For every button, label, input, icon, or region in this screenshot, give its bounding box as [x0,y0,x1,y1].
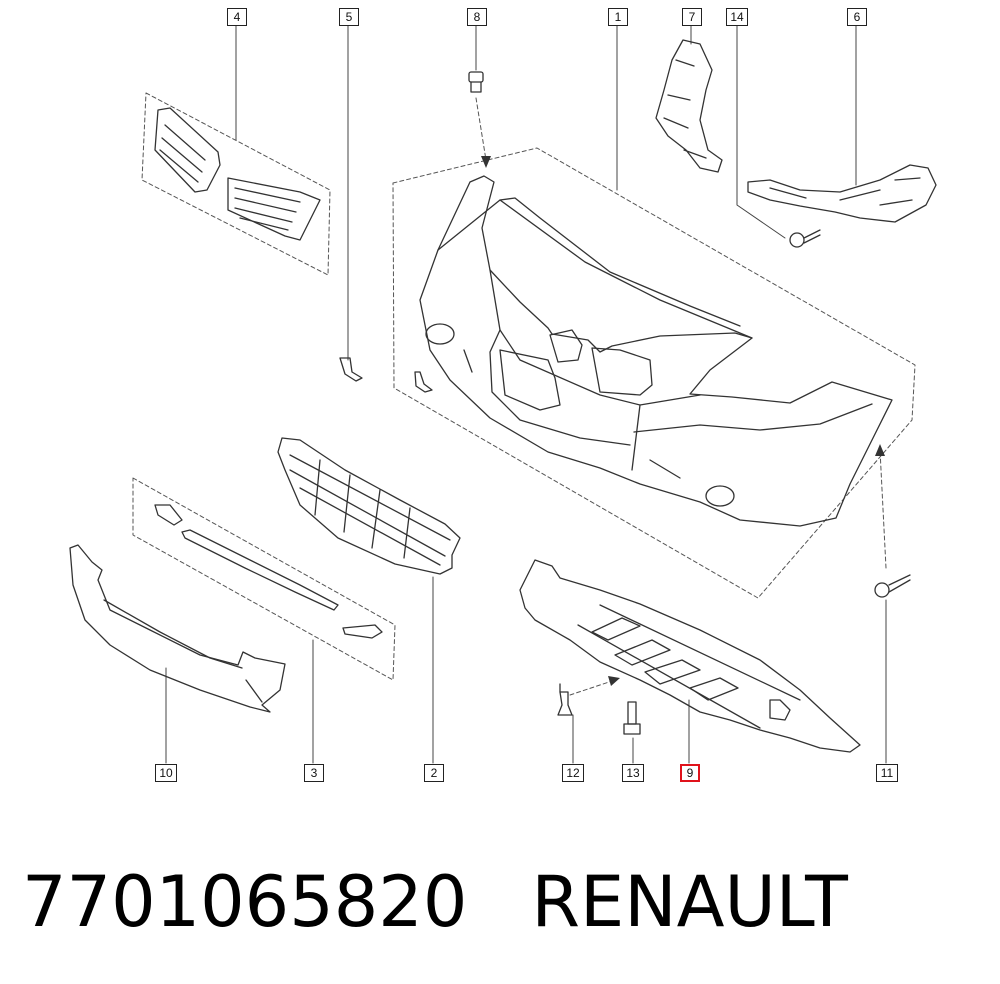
part-6-bracket [747,164,937,223]
part-10-lower-spoiler [69,544,286,713]
part-1-bumper [414,175,893,527]
callout-5: 5 [339,8,359,26]
callout-8: 8 [467,8,487,26]
callout-9-highlighted: 9 [680,764,700,782]
callout-14: 14 [726,8,748,26]
caption: 7701065820 RENAULT [22,862,982,942]
part-7-bracket [655,39,723,173]
assembly-outlines [132,92,916,696]
part-5-clip [339,357,363,382]
callout-1: 1 [608,8,628,26]
part-14-bolt [789,229,821,248]
parts-diagram [69,25,937,764]
callout-6: 6 [847,8,867,26]
callout-13: 13 [622,764,644,782]
part-2-lower-grille [277,437,461,575]
callout-11: 11 [876,764,898,782]
callout-3: 3 [304,764,324,782]
part-9-undertray [519,559,861,753]
leader-lines [165,25,887,764]
part-11-bolt [874,574,911,598]
callout-10: 10 [155,764,177,782]
part-3-trim-strips [154,504,383,639]
arrow-heads [481,156,885,686]
callout-7: 7 [682,8,702,26]
part-4-side-grilles [154,107,321,241]
part-number: 7701065820 [22,861,468,943]
part-12-rivet [557,683,573,716]
part-8-fastener [468,71,484,93]
callout-2: 2 [424,764,444,782]
brand-name: RENAULT [531,861,848,943]
callout-12: 12 [562,764,584,782]
part-13-screw [623,701,641,735]
callout-4: 4 [227,8,247,26]
